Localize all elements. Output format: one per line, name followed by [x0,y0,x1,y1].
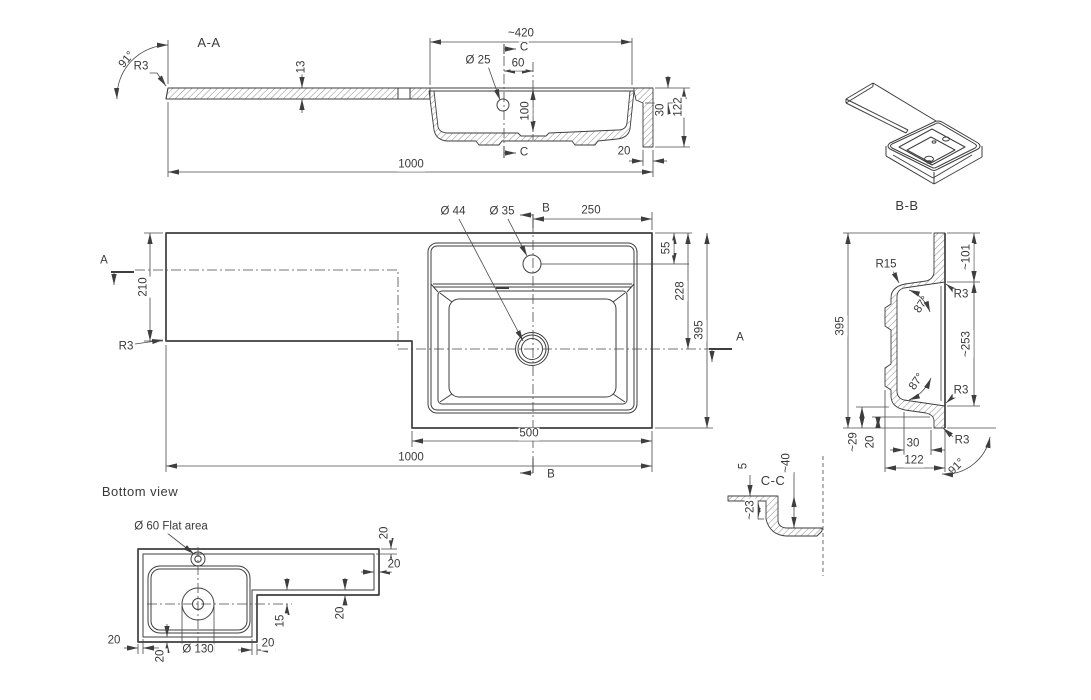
section-cc-geometry [727,456,824,576]
bottom-view-geometry [124,528,397,655]
bottom-dim-20-bowl: 20 [154,648,168,664]
aa-dim-1000: 1000 [397,158,425,172]
plan-view-geometry [111,212,732,476]
bb-dim-r3-top: R3 [952,288,970,302]
plan-dim-210: 210 [137,276,151,298]
plan-dim-r3: R3 [117,340,135,354]
bottom-dim-20-block: 20 [260,637,276,651]
plan-dim-hole-44: Ø 44 [439,205,467,219]
bb-dim-20: 20 [864,434,878,450]
plan-dim-500: 500 [518,427,540,441]
plan-dim-228: 228 [674,280,688,302]
plan-cut-b-bottom: B [546,468,556,482]
plan-cut-a-left: A [99,254,109,268]
bb-dim-r15: R15 [874,258,898,272]
section-aa-geometry [113,38,690,177]
plan-cut-b-top: B [541,202,551,216]
bottom-dim-20-right: 20 [386,558,402,572]
bottom-dim-15: 15 [274,613,288,629]
bottom-callout-flat-area: Ø 60 Flat area [133,520,209,534]
aa-cut-c-bottom: C [518,146,530,160]
bb-dim-30: 30 [905,437,921,451]
plan-dim-55: 55 [660,240,674,256]
section-aa-title: A-A [197,34,221,50]
bottom-dim-20-left: 20 [106,634,122,648]
aa-dim-r3: R3 [132,60,150,74]
section-bb-geometry [843,232,996,478]
bb-dim-101: ~101 [960,243,974,271]
cc-dim-40: ~40 [780,452,794,474]
bottom-view-title: Bottom view [101,483,179,499]
aa-dim-hole-25: Ø 25 [464,54,492,68]
aa-dim-20: 20 [616,145,632,159]
aa-dim-30: 30 [654,102,668,118]
bb-dim-r3-mid: R3 [952,384,970,398]
plan-dim-1000: 1000 [397,451,425,465]
bottom-dim-130: Ø 130 [181,643,215,657]
bb-dim-r3-bottom: R3 [953,434,971,448]
bb-dim-395: 395 [834,315,848,337]
bb-dim-29: ~29 [847,431,861,453]
bottom-dim-20-strip: 20 [334,605,348,621]
aa-dim-100: 100 [519,100,533,122]
aa-dim-60: 60 [510,57,526,71]
bottom-dim-20-top: 20 [378,525,392,541]
aa-cut-c-top: C [518,41,530,55]
bb-dim-253: ~253 [960,330,974,358]
cc-dim-23: ~23 [744,499,758,521]
aa-dim-122: 122 [672,96,686,118]
aa-dim-13: 13 [295,59,309,75]
plan-dim-395: 395 [693,319,707,341]
section-cc-title: C-C [760,472,786,488]
bb-dim-122: 122 [903,454,925,468]
aa-dim-420: ~420 [507,27,535,41]
plan-dim-hole-35: Ø 35 [488,205,516,219]
cc-dim-5: 5 [737,461,751,471]
plan-cut-a-right: A [735,331,745,345]
section-bb-title: B-B [895,197,919,213]
isometric-view-geometry [845,82,983,185]
plan-dim-250: 250 [580,204,602,218]
